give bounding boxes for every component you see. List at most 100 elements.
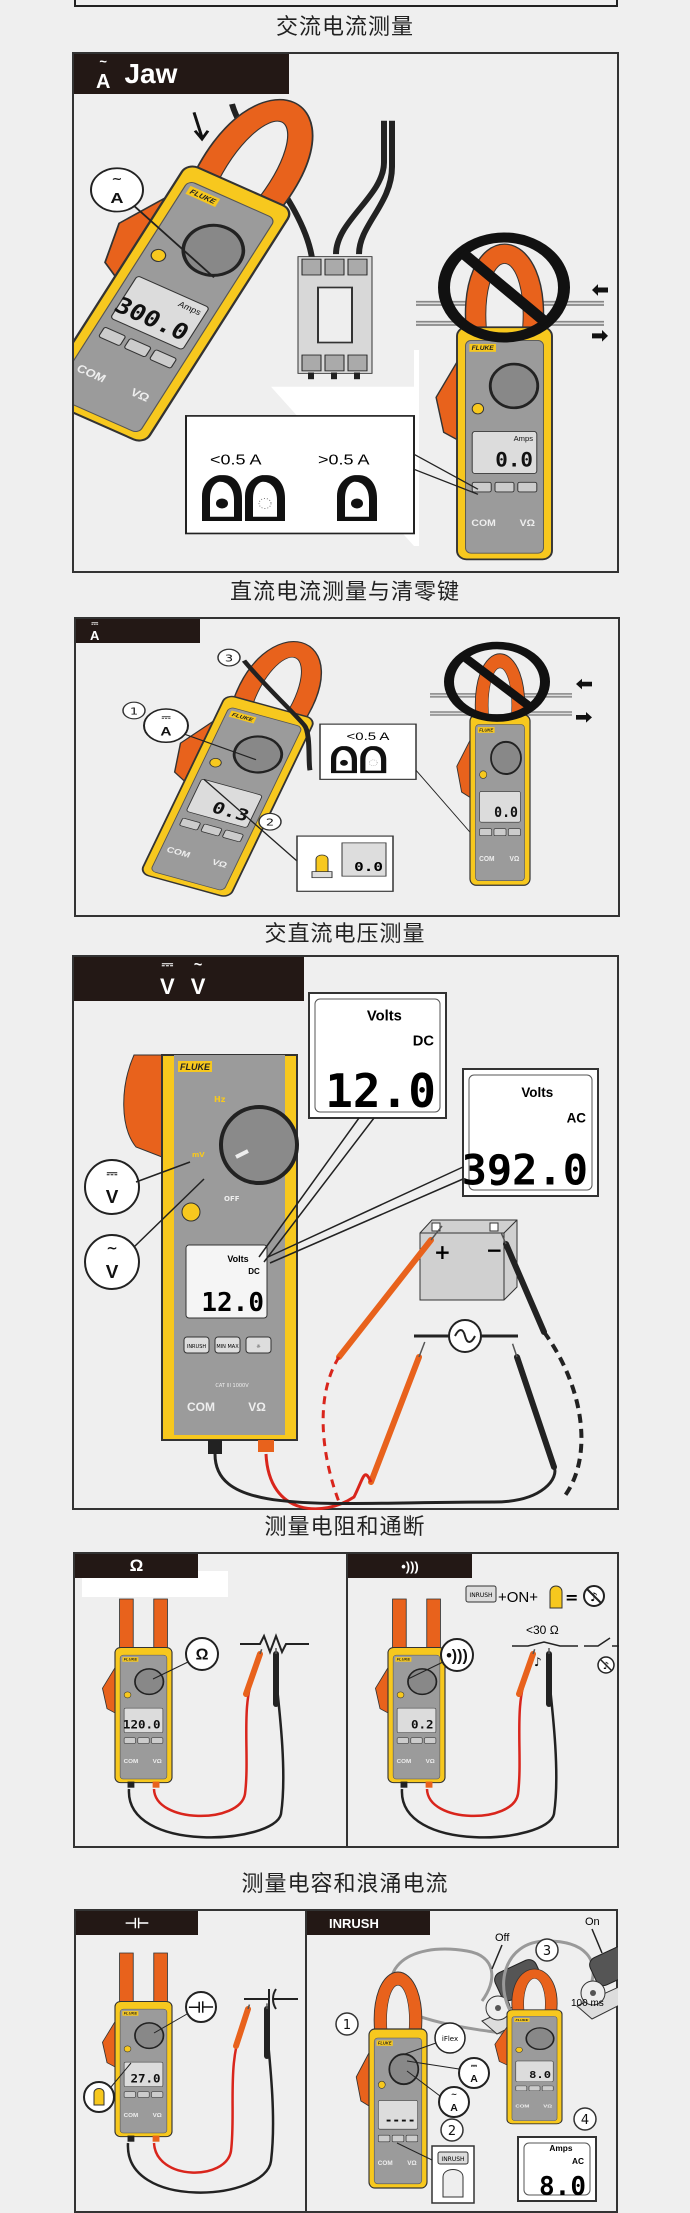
meter-function-button[interactable] xyxy=(123,1737,136,1744)
zero-button[interactable] xyxy=(123,1691,132,1699)
meter-lcd xyxy=(471,431,538,474)
continuity-threshold: <30 Ω xyxy=(526,1623,559,1637)
meter-function-button[interactable] xyxy=(493,828,507,837)
display-mode: DC xyxy=(413,1034,435,1050)
callout-pointer xyxy=(404,2042,460,2097)
callout-pointer xyxy=(133,205,215,279)
red-test-lead xyxy=(425,1671,530,1818)
black-test-lead xyxy=(126,2020,275,2194)
zero-button[interactable] xyxy=(396,1691,405,1699)
display-unit: Volts xyxy=(521,1085,553,1100)
dc-current-callout xyxy=(458,2057,490,2089)
com-label: COM xyxy=(471,518,495,529)
meter-function-button[interactable] xyxy=(151,2091,164,2098)
threshold-high: >0.5 A xyxy=(318,451,371,468)
fluke-brand-label: FLUKE xyxy=(515,2018,529,2021)
meter-function-button[interactable] xyxy=(528,2085,541,2091)
panel-header: ⊣⊢ xyxy=(76,1911,198,1935)
rotary-dial[interactable] xyxy=(525,2027,555,2051)
fluke-brand-label: FLUKE xyxy=(479,727,493,732)
step-number-text: 2 xyxy=(266,816,274,828)
test-probe xyxy=(243,1651,263,1697)
rotary-dial[interactable] xyxy=(134,2022,165,2050)
meter-function-button[interactable] xyxy=(479,828,492,837)
meter-function-button[interactable] xyxy=(124,338,152,358)
meter-lcd xyxy=(123,1707,164,1733)
meter-function-button[interactable] xyxy=(391,2134,405,2143)
meter-function-button[interactable] xyxy=(151,1737,164,1744)
meter-function-button[interactable] xyxy=(405,2134,419,2143)
zero-button[interactable] xyxy=(377,2080,386,2089)
zero-button[interactable] xyxy=(479,770,488,779)
meter-function-button[interactable] xyxy=(541,2085,554,2091)
meter-function-button[interactable] xyxy=(98,327,126,346)
zero-button-icon xyxy=(549,1585,563,1609)
lcd-reading: 12.0 xyxy=(201,1288,264,1318)
meter-function-button[interactable] xyxy=(222,829,244,843)
panel-header: ⎓V ~V xyxy=(74,957,304,1001)
lcd-mode: DC xyxy=(248,1267,260,1276)
ac-current-callout xyxy=(438,2086,470,2118)
test-probe xyxy=(514,1354,557,1470)
meter-function-button[interactable] xyxy=(494,481,515,493)
iflex-label: iFlex xyxy=(442,2035,458,2043)
meter-function-button[interactable] xyxy=(214,1336,241,1354)
dc-current-callout-mark: ⎓ xyxy=(162,713,171,722)
fluke-logo xyxy=(514,2018,530,2022)
meter-function-button[interactable] xyxy=(377,2134,391,2143)
rotary-dial[interactable] xyxy=(134,1668,165,1696)
rotary-dial[interactable] xyxy=(219,1105,299,1185)
vohm-label: VΩ xyxy=(510,856,520,863)
rotary-dial[interactable] xyxy=(490,740,522,775)
zero-button[interactable] xyxy=(471,403,485,415)
meter-function-button[interactable] xyxy=(396,1737,409,1744)
meter-function-button[interactable] xyxy=(179,817,201,831)
callout-pointer xyxy=(152,1661,189,1680)
meter-function-button[interactable] xyxy=(517,481,538,493)
meter-function-button[interactable] xyxy=(471,481,492,493)
dc-current-callout-mark: ⎓ xyxy=(471,2061,478,2070)
time-label: 100 ms xyxy=(571,1998,604,2009)
zero-button[interactable] xyxy=(181,1202,201,1222)
meter-function-button[interactable] xyxy=(137,1737,150,1744)
meter-function-button[interactable] xyxy=(183,1336,210,1354)
dial-label-off: OFF xyxy=(224,1195,240,1203)
meter-function-button[interactable] xyxy=(508,828,521,837)
com-label: COM xyxy=(124,1759,139,1765)
test-probe xyxy=(368,1354,422,1485)
meter-function-button[interactable] xyxy=(515,2085,528,2091)
meter-function-button[interactable] xyxy=(123,2091,136,2098)
lcd-reading: 0.2 xyxy=(411,1718,434,1731)
meter-function-button[interactable] xyxy=(245,1336,272,1354)
zero-button[interactable] xyxy=(208,757,223,768)
com-label: COM xyxy=(397,1759,412,1765)
rotary-dial[interactable] xyxy=(388,2053,420,2086)
meter-function-button[interactable] xyxy=(149,349,177,369)
closed-switch-symbol xyxy=(512,1641,578,1647)
display-unit: Volts xyxy=(367,1009,402,1025)
rotary-dial[interactable] xyxy=(407,1668,438,1696)
com-jack xyxy=(400,1781,408,1788)
meter-function-button[interactable] xyxy=(410,1737,423,1744)
zero-button[interactable] xyxy=(515,2047,523,2053)
vohm-label: VΩ xyxy=(153,2113,162,2119)
rotary-dial[interactable] xyxy=(227,731,288,777)
meter-function-button[interactable] xyxy=(200,823,223,837)
red-test-lead xyxy=(152,2022,246,2174)
zero-button[interactable] xyxy=(149,247,168,263)
meter-function-button[interactable] xyxy=(137,2091,150,2098)
rotary-dial[interactable] xyxy=(488,362,540,410)
meter-function-button[interactable] xyxy=(424,1737,437,1744)
zero-button[interactable] xyxy=(123,2045,132,2053)
